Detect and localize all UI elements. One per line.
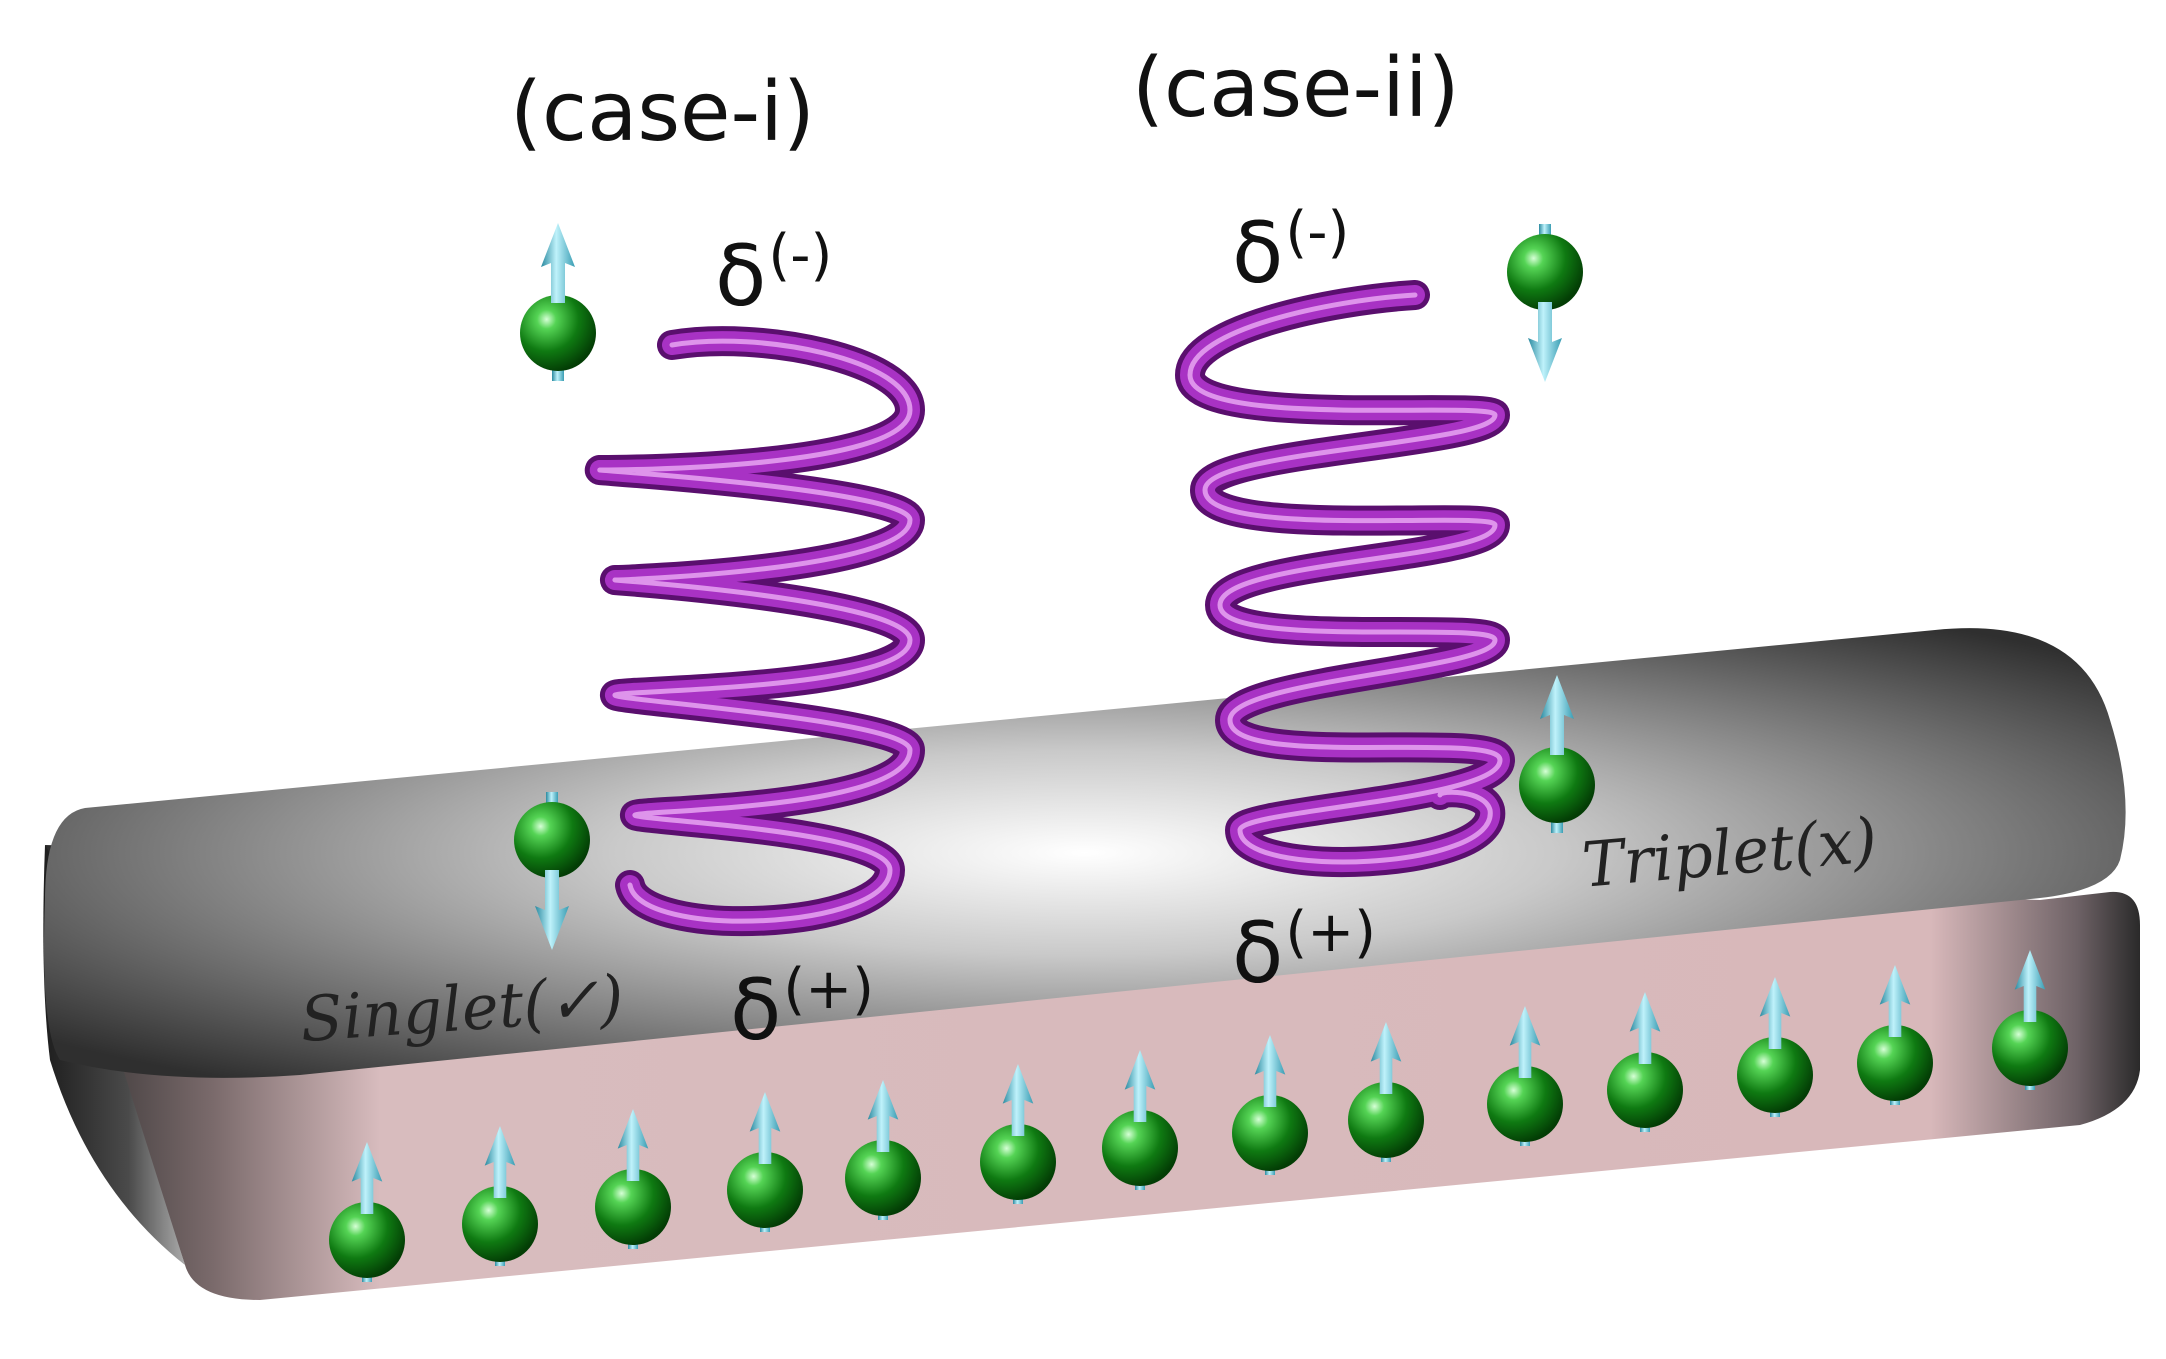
case-ii-label: (case-ii) xyxy=(1132,41,1460,136)
electron-spin-up-icon xyxy=(520,223,596,381)
delta-symbol: δ xyxy=(1232,203,1284,302)
delta-minus-label-case-i: δ(-) xyxy=(715,228,832,318)
substrate-top-face xyxy=(44,628,2126,1078)
electron-spin-down-icon xyxy=(1507,224,1583,382)
delta-minus-superscript: (-) xyxy=(768,223,833,288)
delta-minus-label-case-ii: δ(-) xyxy=(1232,205,1349,295)
delta-plus-label-case-i: δ(+) xyxy=(730,962,874,1052)
delta-symbol: δ xyxy=(730,960,782,1059)
delta-plus-label-case-ii: δ(+) xyxy=(1232,905,1376,995)
helix-case-ii xyxy=(1174,280,1516,877)
delta-plus-superscript: (+) xyxy=(1285,900,1377,965)
delta-minus-superscript: (-) xyxy=(1285,200,1350,265)
delta-symbol: δ xyxy=(715,226,767,325)
helix-case-i xyxy=(584,326,926,937)
delta-plus-superscript: (+) xyxy=(783,957,875,1022)
delta-symbol: δ xyxy=(1232,903,1284,1002)
substrate-slab xyxy=(43,628,2140,1300)
case-i-label: (case-i) xyxy=(510,65,815,160)
